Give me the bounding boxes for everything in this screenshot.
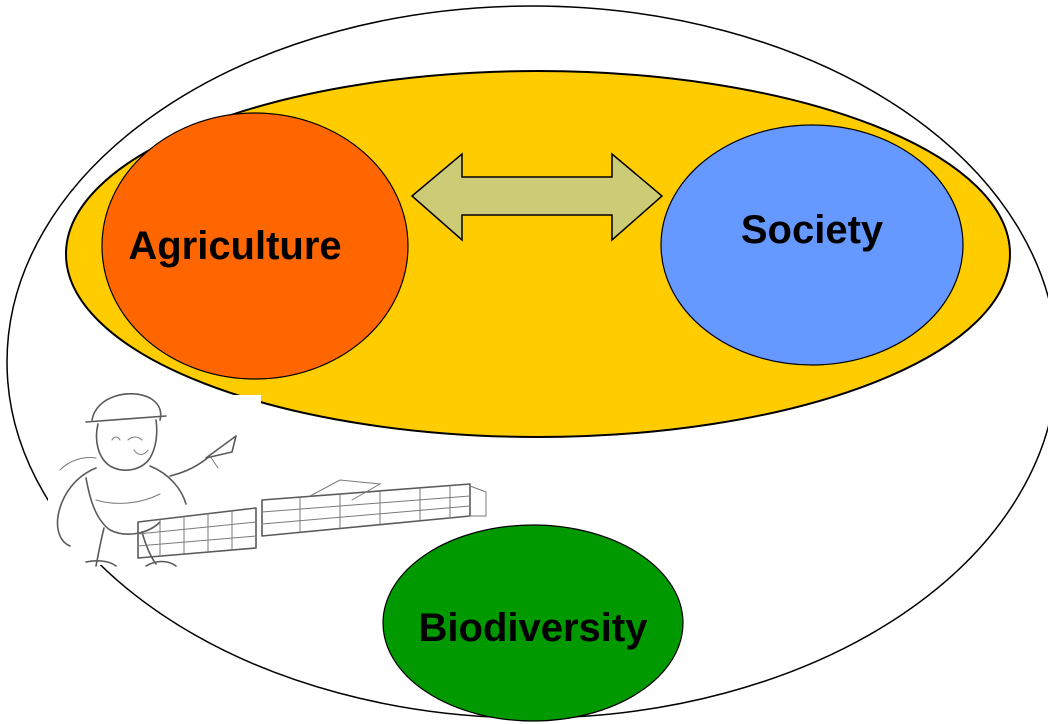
biodiversity-label: Biodiversity	[419, 606, 649, 650]
double-headed-arrow-icon	[410, 152, 664, 242]
society-node: Society	[660, 124, 964, 366]
biodiversity-node: Biodiversity	[382, 524, 684, 722]
agriculture-node: Agriculture	[101, 112, 409, 380]
biodiversity-circle	[382, 524, 684, 722]
agriculture-label: Agriculture	[128, 224, 341, 268]
society-circle	[660, 124, 964, 366]
society-label: Society	[741, 208, 884, 252]
bricklayer-building-wall-icon	[48, 393, 524, 567]
agriculture-circle	[101, 112, 409, 380]
